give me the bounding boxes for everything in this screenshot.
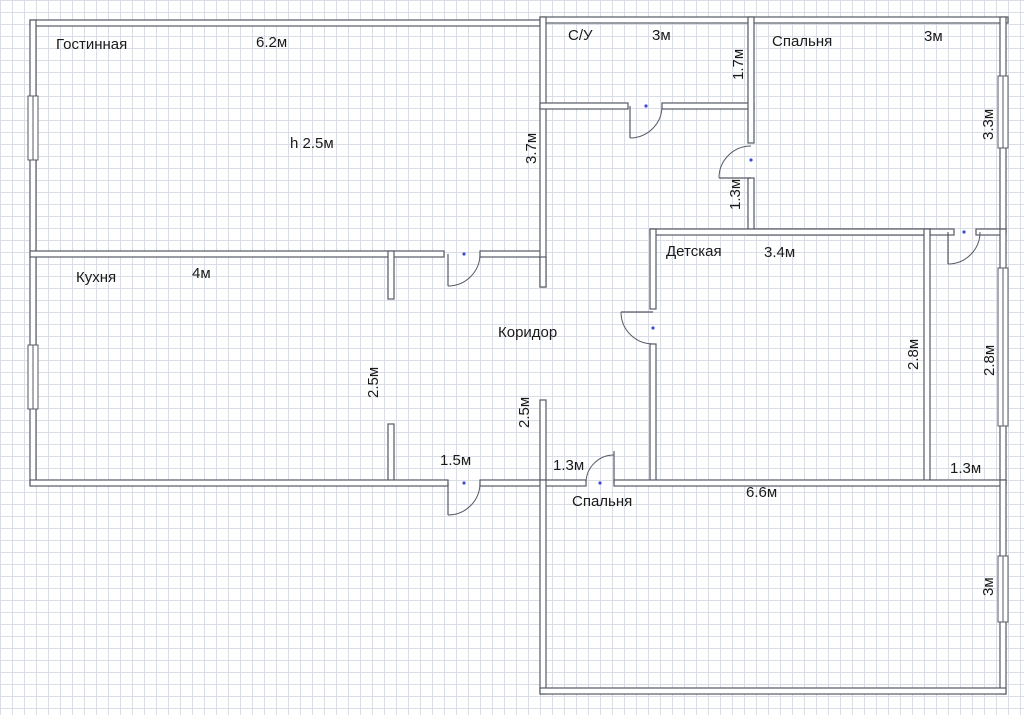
wall: [661, 102, 755, 110]
wall: [387, 250, 395, 300]
dim-bedroom-bottom-width: 6.6м: [746, 484, 777, 501]
dim-living-height: h 2.5м: [290, 135, 334, 152]
window: [997, 267, 1009, 427]
dim-bath-depth: 1.7м: [730, 49, 747, 80]
door-icon: [947, 230, 981, 265]
wall: [539, 256, 547, 288]
room-labels: Гостинная С/У Спальня Кухня Коридор Детс…: [56, 27, 832, 510]
wall: [649, 228, 657, 310]
door-icon: [718, 145, 753, 179]
wall: [479, 250, 545, 258]
dim-hall-upper: 1.3м: [727, 179, 744, 210]
dim-kids-width: 3.4м: [764, 244, 795, 261]
door-icon: [620, 311, 655, 345]
dim-corridor-width: 1.5м: [440, 452, 471, 469]
dim-bedroom-bottom-depth: 3м: [980, 577, 997, 596]
wall: [649, 343, 657, 485]
wall: [539, 399, 547, 485]
dim-right-strip-width: 1.3м: [950, 460, 981, 477]
dim-living-depth: 3.7м: [523, 133, 540, 164]
wall: [387, 423, 395, 485]
dim-kids-depth: 2.8м: [905, 339, 922, 370]
wall: [479, 479, 587, 487]
wall: [923, 228, 931, 485]
wall: [747, 177, 755, 235]
dim-bedroom-top-depth: 3.3м: [980, 109, 997, 140]
wall: [539, 687, 1007, 695]
wall: [29, 479, 449, 487]
wall: [539, 16, 547, 288]
wall: [539, 102, 629, 110]
room-label-kids: Детская: [666, 243, 722, 260]
wall: [539, 16, 1009, 24]
room-label-bedroom-top: Спальня: [772, 33, 832, 50]
room-label-kitchen: Кухня: [76, 269, 116, 286]
door-icon: [447, 481, 481, 516]
windows: [27, 75, 1009, 623]
walls: [29, 16, 1009, 695]
window: [997, 555, 1009, 623]
dim-kitchen-width: 4м: [192, 265, 211, 282]
dimension-labels: 6.2м h 2.5м 3.7м 3м 1.7м 3м 3.3м 1.3м 4м…: [192, 27, 998, 596]
wall: [539, 479, 547, 695]
door-icon: [447, 252, 481, 287]
room-label-living: Гостинная: [56, 36, 127, 53]
dim-living-width: 6.2м: [256, 34, 287, 51]
wall: [747, 16, 755, 144]
window: [27, 95, 39, 161]
dim-bedroom-top-width: 3м: [924, 28, 943, 45]
dim-corridor-small: 1.3м: [553, 457, 584, 474]
window: [997, 75, 1009, 149]
door-icon: [629, 104, 663, 139]
room-label-corridor: Коридор: [498, 324, 557, 341]
window: [27, 344, 39, 410]
wall: [29, 250, 445, 258]
room-label-bedroom-bottom: Спальня: [572, 493, 632, 510]
dim-bath-width: 3м: [652, 27, 671, 44]
wall: [29, 19, 545, 27]
door-icon: [585, 451, 615, 485]
wall: [613, 479, 1007, 487]
dim-kitchen-depth: 2.5м: [365, 367, 382, 398]
room-label-bath: С/У: [568, 27, 593, 44]
doors: [447, 104, 981, 516]
dim-corridor-depth: 2.5м: [516, 397, 533, 428]
dim-right-strip-depth: 2.8м: [981, 345, 998, 376]
wall: [649, 228, 931, 236]
